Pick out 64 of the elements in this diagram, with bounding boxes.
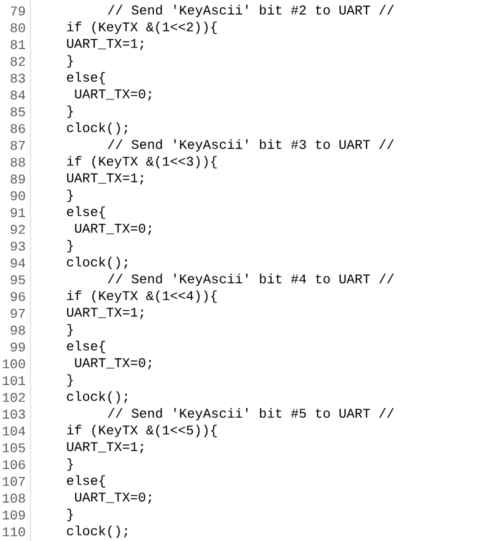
code-line: } — [67, 458, 73, 471]
line-number: 92 — [10, 224, 25, 234]
code-line: } — [67, 374, 73, 387]
line-number: 94 — [10, 258, 26, 268]
line-number: 104 — [2, 426, 26, 436]
line-number: 81 — [10, 40, 26, 50]
line-number: 93 — [10, 242, 25, 251]
code-line: clock(); — [67, 391, 128, 404]
line-number: 107 — [2, 476, 25, 486]
code-line: if (KeyTX &(1<<4)){ — [67, 290, 217, 303]
line-number: 102 — [2, 392, 25, 402]
line-number: 96 — [10, 292, 25, 302]
code-line: // Send 'KeyAscii' bit #4 to UART // — [108, 274, 394, 286]
line-number: 87 — [10, 140, 25, 150]
line-number: 89 — [10, 174, 25, 184]
code-line: clock(); — [67, 526, 128, 538]
code-line: UART_TX=1; — [67, 308, 144, 319]
code-line: UART_TX=1; — [67, 39, 144, 50]
line-number: 95 — [10, 275, 25, 284]
line-number: 99 — [10, 342, 25, 352]
code-line: UART_TX=0; — [75, 358, 152, 370]
code-line: UART_TX=0; — [75, 89, 152, 101]
line-number: 103 — [2, 410, 25, 419]
line-number: 98 — [10, 326, 25, 335]
code-line: UART_TX=1; — [67, 173, 144, 185]
line-number: 88 — [10, 158, 25, 167]
code-line: } — [67, 106, 73, 118]
code-line: // Send 'KeyAscii' bit #5 to UART // — [108, 408, 394, 420]
code-line: else{ — [67, 340, 105, 354]
line-number: 83 — [10, 74, 25, 83]
code-line: } — [67, 190, 73, 202]
line-number: 101 — [2, 376, 26, 386]
code-line: if (KeyTX &(1<<3)){ — [67, 156, 217, 168]
code-line: clock(); — [67, 122, 128, 135]
line-number: 86 — [10, 124, 25, 134]
code-line: else{ — [67, 72, 105, 84]
line-number: 109 — [2, 510, 25, 520]
line-number: 108 — [2, 494, 25, 503]
line-number: 85 — [10, 107, 25, 116]
code-line: else{ — [67, 206, 105, 219]
line-number: 90 — [10, 191, 25, 200]
code-line: else{ — [67, 475, 105, 488]
code-line: if (KeyTX &(1<<5)){ — [67, 424, 217, 438]
line-number: 110 — [2, 527, 25, 536]
code-line: } — [67, 324, 73, 336]
line-number: 82 — [10, 56, 25, 66]
code-line: clock(); — [67, 256, 128, 270]
code-line: } — [67, 508, 73, 522]
line-number: 100 — [2, 359, 25, 368]
code-line: // Send 'KeyAscii' bit #2 to UART // — [108, 4, 394, 18]
line-number: 106 — [2, 460, 25, 470]
line-number: 97 — [10, 308, 25, 318]
line-number: 79 — [10, 6, 25, 16]
code-line: UART_TX=1; — [67, 442, 144, 454]
code-line: if (KeyTX &(1<<2)){ — [67, 22, 217, 34]
code-line: UART_TX=0; — [75, 224, 152, 236]
line-number: 105 — [2, 443, 25, 452]
code-line: UART_TX=0; — [75, 492, 152, 504]
line-number: 84 — [10, 90, 26, 100]
code-line: } — [67, 55, 73, 68]
code-line: // Send 'KeyAscii' bit #3 to UART // — [108, 139, 394, 152]
line-number: 80 — [10, 23, 25, 32]
code-line: } — [67, 240, 73, 252]
line-number: 91 — [10, 208, 26, 218]
